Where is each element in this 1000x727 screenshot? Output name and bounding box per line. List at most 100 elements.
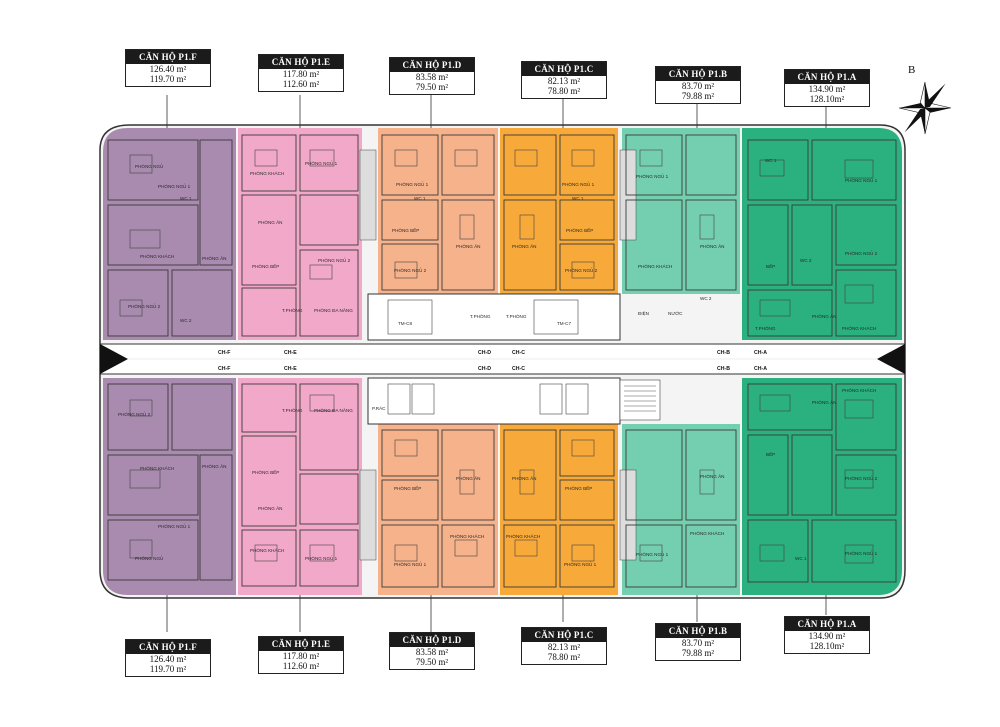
unit-title: CĂN HỘ P1.A [785,617,869,631]
entrance-tag: CH-D [478,366,491,372]
entrance-tag: CH-B [717,366,730,372]
entrance-tag: CH-C [512,350,525,356]
room-label: PHÒNG NGỦ 1 [305,160,338,166]
room-label: PHÒNG NGỦ 1 [396,181,429,187]
room-label: PHÒNG ĂN [812,399,837,405]
unit-area-net: 119.70 m² [149,664,187,674]
unit-label-p1d-top: CĂN HỘ P1.D 83.58 m² 79.50 m² [389,57,475,95]
room-label: PHÒNG ĂN [812,313,837,319]
unit-area-net: 112.60 m² [282,661,320,671]
entrance-tag: CH-E [284,366,297,372]
entrance-tag: CH-B [717,350,730,356]
room-label: WC 1 [414,196,426,201]
room-label: BẾP [766,263,775,269]
room-label: P.RÁC [372,405,386,411]
room-labels: PHÒNG NGỦ PHÒNG NGỦ 1 PHÒNG KHÁCH PHÒNG … [118,158,878,567]
unit-label-p1b-top: CĂN HỘ P1.B 83.70 m² 79.88 m² [655,66,741,104]
unit-p1f-top [103,128,236,340]
room-label: PHÒNG NGỦ 2 [394,267,427,273]
room-label: PHÒNG KHÁCH [690,530,724,536]
unit-title: CĂN HỘ P1.E [259,637,343,651]
entrance-tag: CH-F [218,366,230,372]
unit-area-gross: 126.40 m² [149,64,187,74]
unit-area-gross: 134.90 m² [808,631,846,641]
entrance-tag: CH-E [284,350,297,356]
unit-area-gross: 82.13 m² [547,76,581,86]
room-label: PHÒNG ĂN [456,243,481,249]
room-label: PHÒNG BẾP [566,227,593,233]
unit-area-gross: 83.70 m² [681,638,715,648]
room-label: PHÒNG KHÁCH [140,253,174,259]
room-label: PHÒNG NGỦ 2 [845,250,878,256]
room-label: PHÒNG KHÁCH [842,387,876,393]
unit-label-p1b-bottom: CĂN HỘ P1.B 83.70 m² 79.88 m² [655,623,741,661]
unit-title: CĂN HỘ P1.C [522,62,606,76]
furniture [119,149,874,564]
unit-area-net: 79.88 m² [681,648,715,658]
unit-title: CĂN HỘ P1.B [656,624,740,638]
unit-label-p1f-bottom: CĂN HỘ P1.F 126.40 m² 119.70 m² [125,639,211,677]
room-label: WC 2 [800,258,812,263]
room-label: PHÒNG NGỦ 1 [564,561,597,567]
unit-p1b-bottom [622,424,740,595]
room-label: T.PHÒNG [470,313,491,319]
room-label: PHÒNG NGỦ 1 [562,181,595,187]
unit-label-p1a-top: CĂN HỘ P1.A 134.90 m² 128.10m² [784,69,870,107]
room-label: PHÒNG NGỦ 1 [636,551,669,557]
room-label: PHÒNG KHÁCH [842,325,876,331]
unit-label-p1a-bottom: CĂN HỘ P1.A 134.90 m² 128.10m² [784,616,870,654]
room-label: PHÒNG BẾP [565,485,592,491]
unit-area-gross: 117.80 m² [282,651,320,661]
room-label: TM-C7 [557,321,571,326]
unit-label-p1d-bottom: CĂN HỘ P1.D 83.58 m² 79.50 m² [389,632,475,670]
room-label: PHÒNG NGỦ 1 [636,173,669,179]
unit-area-net: 79.88 m² [681,91,715,101]
unit-area-net: 128.10m² [809,641,845,651]
room-label: T.PHÒNG [755,325,776,331]
unit-label-p1c-top: CĂN HỘ P1.C 82.13 m² 78.80 m² [521,61,607,99]
entrance-tag: CH-D [478,350,491,356]
room-label: BẾP [766,451,775,457]
entrance-tag: CH-A [754,366,767,372]
room-label: WC 1 [572,196,584,201]
room-label: PHÒNG NGỦ 1 [158,523,191,529]
room-label: PHÒNG BẾP [394,485,421,491]
core-top-center [367,293,621,341]
room-label: PHÒNG ĂN [700,473,725,479]
room-label: TM-C8 [398,321,412,326]
unit-p1a-bottom [742,378,902,595]
room-label: T.PHÒNG [506,313,527,319]
room-label: PHÒNG BẾP [252,469,279,475]
unit-area-gross: 126.40 m² [149,654,187,664]
room-label: PHÒNG NGỦ 2 [118,411,151,417]
unit-title: CĂN HỘ P1.F [126,640,210,654]
room-label: PHÒNG NGỦ 2 [318,257,351,263]
room-label: PHÒNG ĂN [512,243,537,249]
core-areas [359,149,661,561]
unit-label-p1c-bottom: CĂN HỘ P1.C 82.13 m² 78.80 m² [521,627,607,665]
interior-walls [107,134,897,588]
unit-area-net: 128.10m² [809,94,845,104]
room-label: PHÒNG ĂN [202,255,227,261]
leader-lines [166,95,827,632]
unit-area-net: 78.80 m² [547,652,581,662]
entrance-tags-bottom: CH-F CH-E CH-D CH-C CH-B CH-A [218,366,767,372]
unit-area-gross: 83.70 m² [681,81,715,91]
room-label: T.PHÒNG [282,407,303,413]
room-label: PHÒNG NGỦ 2 [845,475,878,481]
unit-area-gross: 82.13 m² [547,642,581,652]
unit-title: CĂN HỘ P1.D [390,633,474,647]
entrance-tag: CH-C [512,366,525,372]
unit-p1a-top [742,128,902,340]
room-label: PHÒNG ĂN [700,243,725,249]
unit-area-net: 78.80 m² [547,86,581,96]
room-label: PHÒNG ĂN [456,475,481,481]
room-label: PHÒNG KHÁCH [140,465,174,471]
room-label: PHÒNG KHÁCH [506,533,540,539]
unit-area-gross: 83.58 m² [415,647,449,657]
room-label: PHÒNG ĂN [258,505,283,511]
room-label: WC 1 [795,556,807,561]
unit-title: CĂN HỘ P1.E [259,55,343,69]
room-label: PHÒNG KHÁCH [250,170,284,176]
